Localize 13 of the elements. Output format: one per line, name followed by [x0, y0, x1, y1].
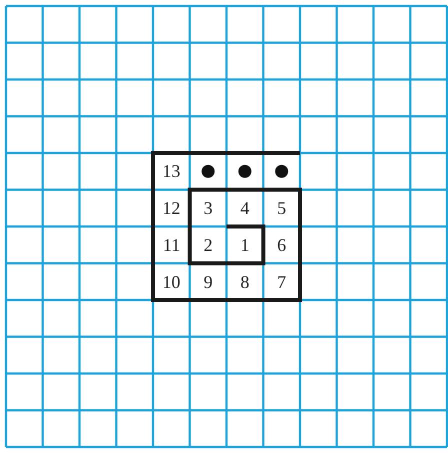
cell-number: 5: [277, 198, 286, 218]
cell-number: 8: [240, 272, 250, 292]
cell-number: 6: [277, 234, 286, 255]
cell-number: 4: [240, 198, 250, 218]
cell-number: 2: [204, 234, 213, 255]
cell-number: 11: [162, 234, 180, 255]
cell-number: 7: [277, 272, 286, 292]
cell-number: 1: [240, 234, 250, 255]
cell-number: 12: [162, 198, 180, 218]
cell-number: 9: [204, 272, 213, 292]
cell-number: 10: [162, 272, 180, 292]
cell-number: 3: [204, 198, 213, 218]
cell-number: 13: [162, 161, 180, 182]
